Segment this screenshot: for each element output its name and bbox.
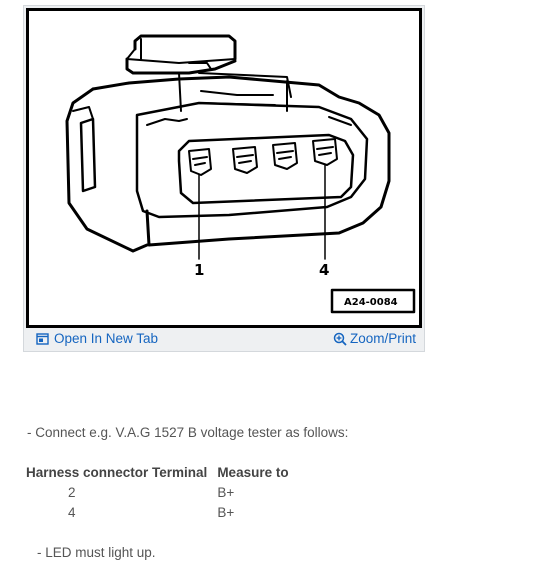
column-header-measure-to: Measure to (217, 464, 289, 480)
measurement-table: Harness connector Terminal Measure to 2 … (26, 462, 299, 522)
connector-diagram-image: 1 4 A24-0084 (26, 8, 422, 328)
result-note: - LED must light up. (37, 545, 156, 560)
terminal-cell: 2 (68, 484, 76, 500)
open-in-new-tab-icon (36, 332, 49, 345)
zoom-print-link[interactable]: Zoom/Print (333, 331, 416, 346)
table-row: 2 B+ (26, 482, 299, 502)
open-in-new-tab-label: Open In New Tab (54, 331, 159, 346)
connector-drawing: 1 4 A24-0084 (65, 34, 416, 314)
callout-label-1: 1 (194, 261, 204, 279)
table-header-row: Harness connector Terminal Measure to (26, 462, 299, 482)
zoom-print-label: Zoom/Print (349, 331, 416, 346)
figure-code: A24-0084 (344, 297, 398, 308)
table-row: 4 B+ (26, 502, 299, 522)
instruction-text: - Connect e.g. V.A.G 1527 B voltage test… (27, 425, 349, 440)
open-in-new-tab-link[interactable]: Open In New Tab (36, 331, 158, 346)
measure-to-cell: B+ (217, 504, 235, 520)
measure-to-cell: B+ (217, 484, 235, 500)
column-header-terminal: Harness connector Terminal (26, 464, 208, 480)
figure-card: 1 4 A24-0084 Open In New Tab (23, 5, 425, 352)
figure-toolbar: Open In New Tab Zoom/Print (32, 330, 418, 350)
terminal-cell: 4 (68, 504, 76, 520)
callout-label-4: 4 (319, 261, 329, 279)
zoom-in-icon (333, 332, 347, 346)
